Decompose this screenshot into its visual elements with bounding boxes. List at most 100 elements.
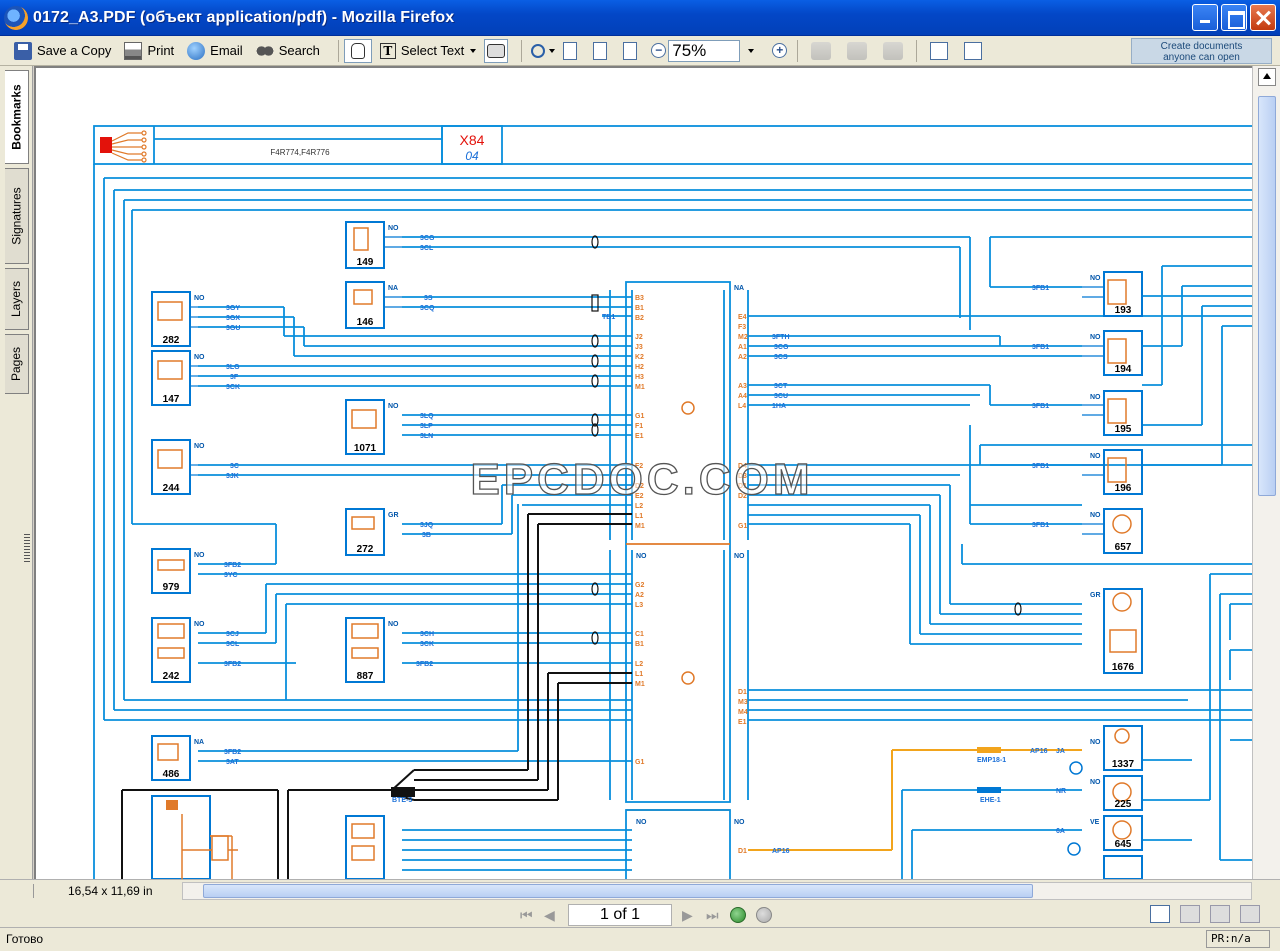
pin-label: G1 — [738, 523, 747, 530]
hand-tool-button[interactable] — [343, 38, 372, 63]
wire-label: 3CQ — [420, 305, 435, 312]
pin-label: M4 — [738, 709, 748, 716]
wire-label: 3FB1 — [1032, 285, 1049, 292]
watermark: EPCDOC.COM — [470, 455, 813, 504]
toolbar-separator — [916, 39, 918, 62]
maximize-button[interactable] — [1221, 4, 1247, 31]
panel-resize-grip[interactable] — [24, 534, 30, 562]
connector-color: GR — [388, 512, 399, 519]
save-copy-label: Save a Copy — [37, 43, 112, 58]
zoom-level-dropdown[interactable] — [748, 48, 755, 53]
wire-label: EHE-1 — [980, 797, 1001, 804]
page-number-input[interactable]: 1 of 1 — [568, 904, 672, 926]
wire-label: 3JK — [226, 473, 239, 480]
next-view-icon[interactable] — [756, 907, 772, 923]
previous-page-icon[interactable]: ◀ — [544, 907, 555, 923]
wire-label: 3CG — [774, 344, 789, 351]
rotate-view-2-icon[interactable] — [964, 41, 983, 60]
tab-layers-label: Layers — [9, 280, 24, 318]
pin-label: A4 — [738, 393, 747, 400]
actual-size-icon[interactable] — [563, 41, 578, 60]
page-layout-buttons — [1150, 905, 1260, 923]
header-code: F4R774,F4R776 — [270, 148, 330, 157]
vertical-scroll-thumb[interactable] — [1258, 96, 1276, 496]
pin-label: K2 — [635, 354, 644, 361]
continuous-facing-view-button[interactable] — [1240, 905, 1260, 923]
wire-label: 3LQ — [420, 413, 434, 420]
tab-signatures[interactable]: Signatures — [5, 168, 29, 264]
fit-page-icon[interactable] — [593, 41, 608, 60]
pagerank-indicator: PR:n/a — [1206, 930, 1270, 948]
page-size: 16,54 x 11,69 in — [33, 883, 173, 898]
component-label: 147 — [163, 394, 180, 405]
horizontal-scroll-thumb[interactable] — [203, 884, 1033, 898]
wire-label: 3C — [230, 463, 239, 470]
single-page-view-button[interactable] — [1150, 905, 1170, 923]
facing-view-button[interactable] — [1210, 905, 1230, 923]
save-copy-button[interactable]: Save a Copy — [14, 41, 112, 60]
tab-bookmarks[interactable]: Bookmarks — [5, 70, 29, 164]
search-button[interactable]: Search — [255, 41, 320, 60]
search-label: Search — [278, 43, 320, 58]
close-button[interactable] — [1250, 4, 1276, 31]
tab-pages[interactable]: Pages — [5, 334, 29, 394]
pin-label: H3 — [635, 374, 644, 381]
snapshot-button[interactable] — [484, 38, 509, 63]
zoom-in-tool-icon[interactable] — [531, 43, 546, 58]
pin-label: E1 — [635, 433, 644, 440]
component-label: 272 — [357, 544, 374, 555]
select-text-dropdown[interactable] — [470, 48, 477, 53]
component-label: 1337 — [1112, 759, 1135, 770]
pin-label: J2 — [635, 334, 643, 341]
first-page-icon[interactable]: ⏮ — [520, 907, 533, 923]
component-label: 887 — [357, 671, 374, 682]
ecu-connector-label: NO — [636, 819, 647, 826]
wire-label: EMP18-1 — [977, 757, 1006, 764]
tab-pages-label: Pages — [9, 346, 24, 382]
wire-label: AP16 — [1030, 748, 1048, 755]
zoom-out-icon[interactable]: − — [651, 43, 667, 58]
component-label: 149 — [357, 257, 374, 268]
connector-color: NO — [1090, 453, 1101, 460]
continuous-view-button[interactable] — [1180, 905, 1200, 923]
connector-color: NO — [1090, 394, 1101, 401]
email-button[interactable]: Email — [187, 41, 243, 60]
pin-label: M1 — [635, 681, 645, 688]
connector-color: NO — [388, 225, 399, 232]
connector-color: NO — [1090, 334, 1101, 341]
rotate-right-icon — [847, 41, 868, 60]
promo-banner[interactable]: Create documents anyone can open — [1131, 38, 1272, 64]
pin-label: L4 — [738, 403, 746, 410]
vertical-scrollbar[interactable] — [1252, 66, 1280, 879]
binoculars-icon — [255, 41, 274, 60]
minimize-button[interactable] — [1192, 4, 1218, 31]
horizontal-scrollbar[interactable] — [182, 882, 1252, 900]
pin-label: A3 — [738, 383, 747, 390]
pin-label: D1 — [738, 848, 747, 855]
select-text-label: Select Text — [400, 43, 465, 58]
pin-label: D4 — [738, 463, 747, 470]
scroll-up-arrow[interactable] — [1258, 68, 1276, 86]
wire-label: 3CK — [420, 641, 434, 648]
zoom-in-icon[interactable]: + — [772, 43, 788, 58]
pin-label: B1 — [635, 641, 644, 648]
select-text-button[interactable]: T Select Text — [379, 42, 465, 59]
pin-label: M2 — [738, 334, 748, 341]
print-button[interactable]: Print — [124, 41, 174, 60]
previous-view-icon[interactable] — [730, 907, 746, 923]
rotate-view-icon[interactable] — [930, 41, 949, 60]
status-bar: Готово PR:n/a — [0, 927, 1280, 951]
component-label: 1071 — [354, 443, 377, 454]
horizontal-bar: 16,54 x 11,69 in — [0, 879, 1280, 901]
ecu-connector-label: NA — [734, 285, 744, 292]
next-page-icon[interactable]: ▶ — [682, 907, 693, 923]
pin-label: A1 — [738, 344, 747, 351]
document-viewport[interactable]: F4R774,F4R776 X84 04 149 146 282 147 107… — [34, 66, 1252, 879]
zoom-tool-dropdown[interactable] — [549, 48, 556, 53]
fit-width-icon[interactable] — [623, 41, 638, 60]
zoom-level-input[interactable]: 75% — [668, 39, 741, 62]
tab-layers[interactable]: Layers — [5, 268, 29, 330]
navigation-tabs-panel: Bookmarks Signatures Layers Pages — [0, 66, 33, 879]
last-page-icon[interactable]: ⏭ — [706, 907, 719, 923]
wire-label: 3CK — [226, 384, 240, 391]
